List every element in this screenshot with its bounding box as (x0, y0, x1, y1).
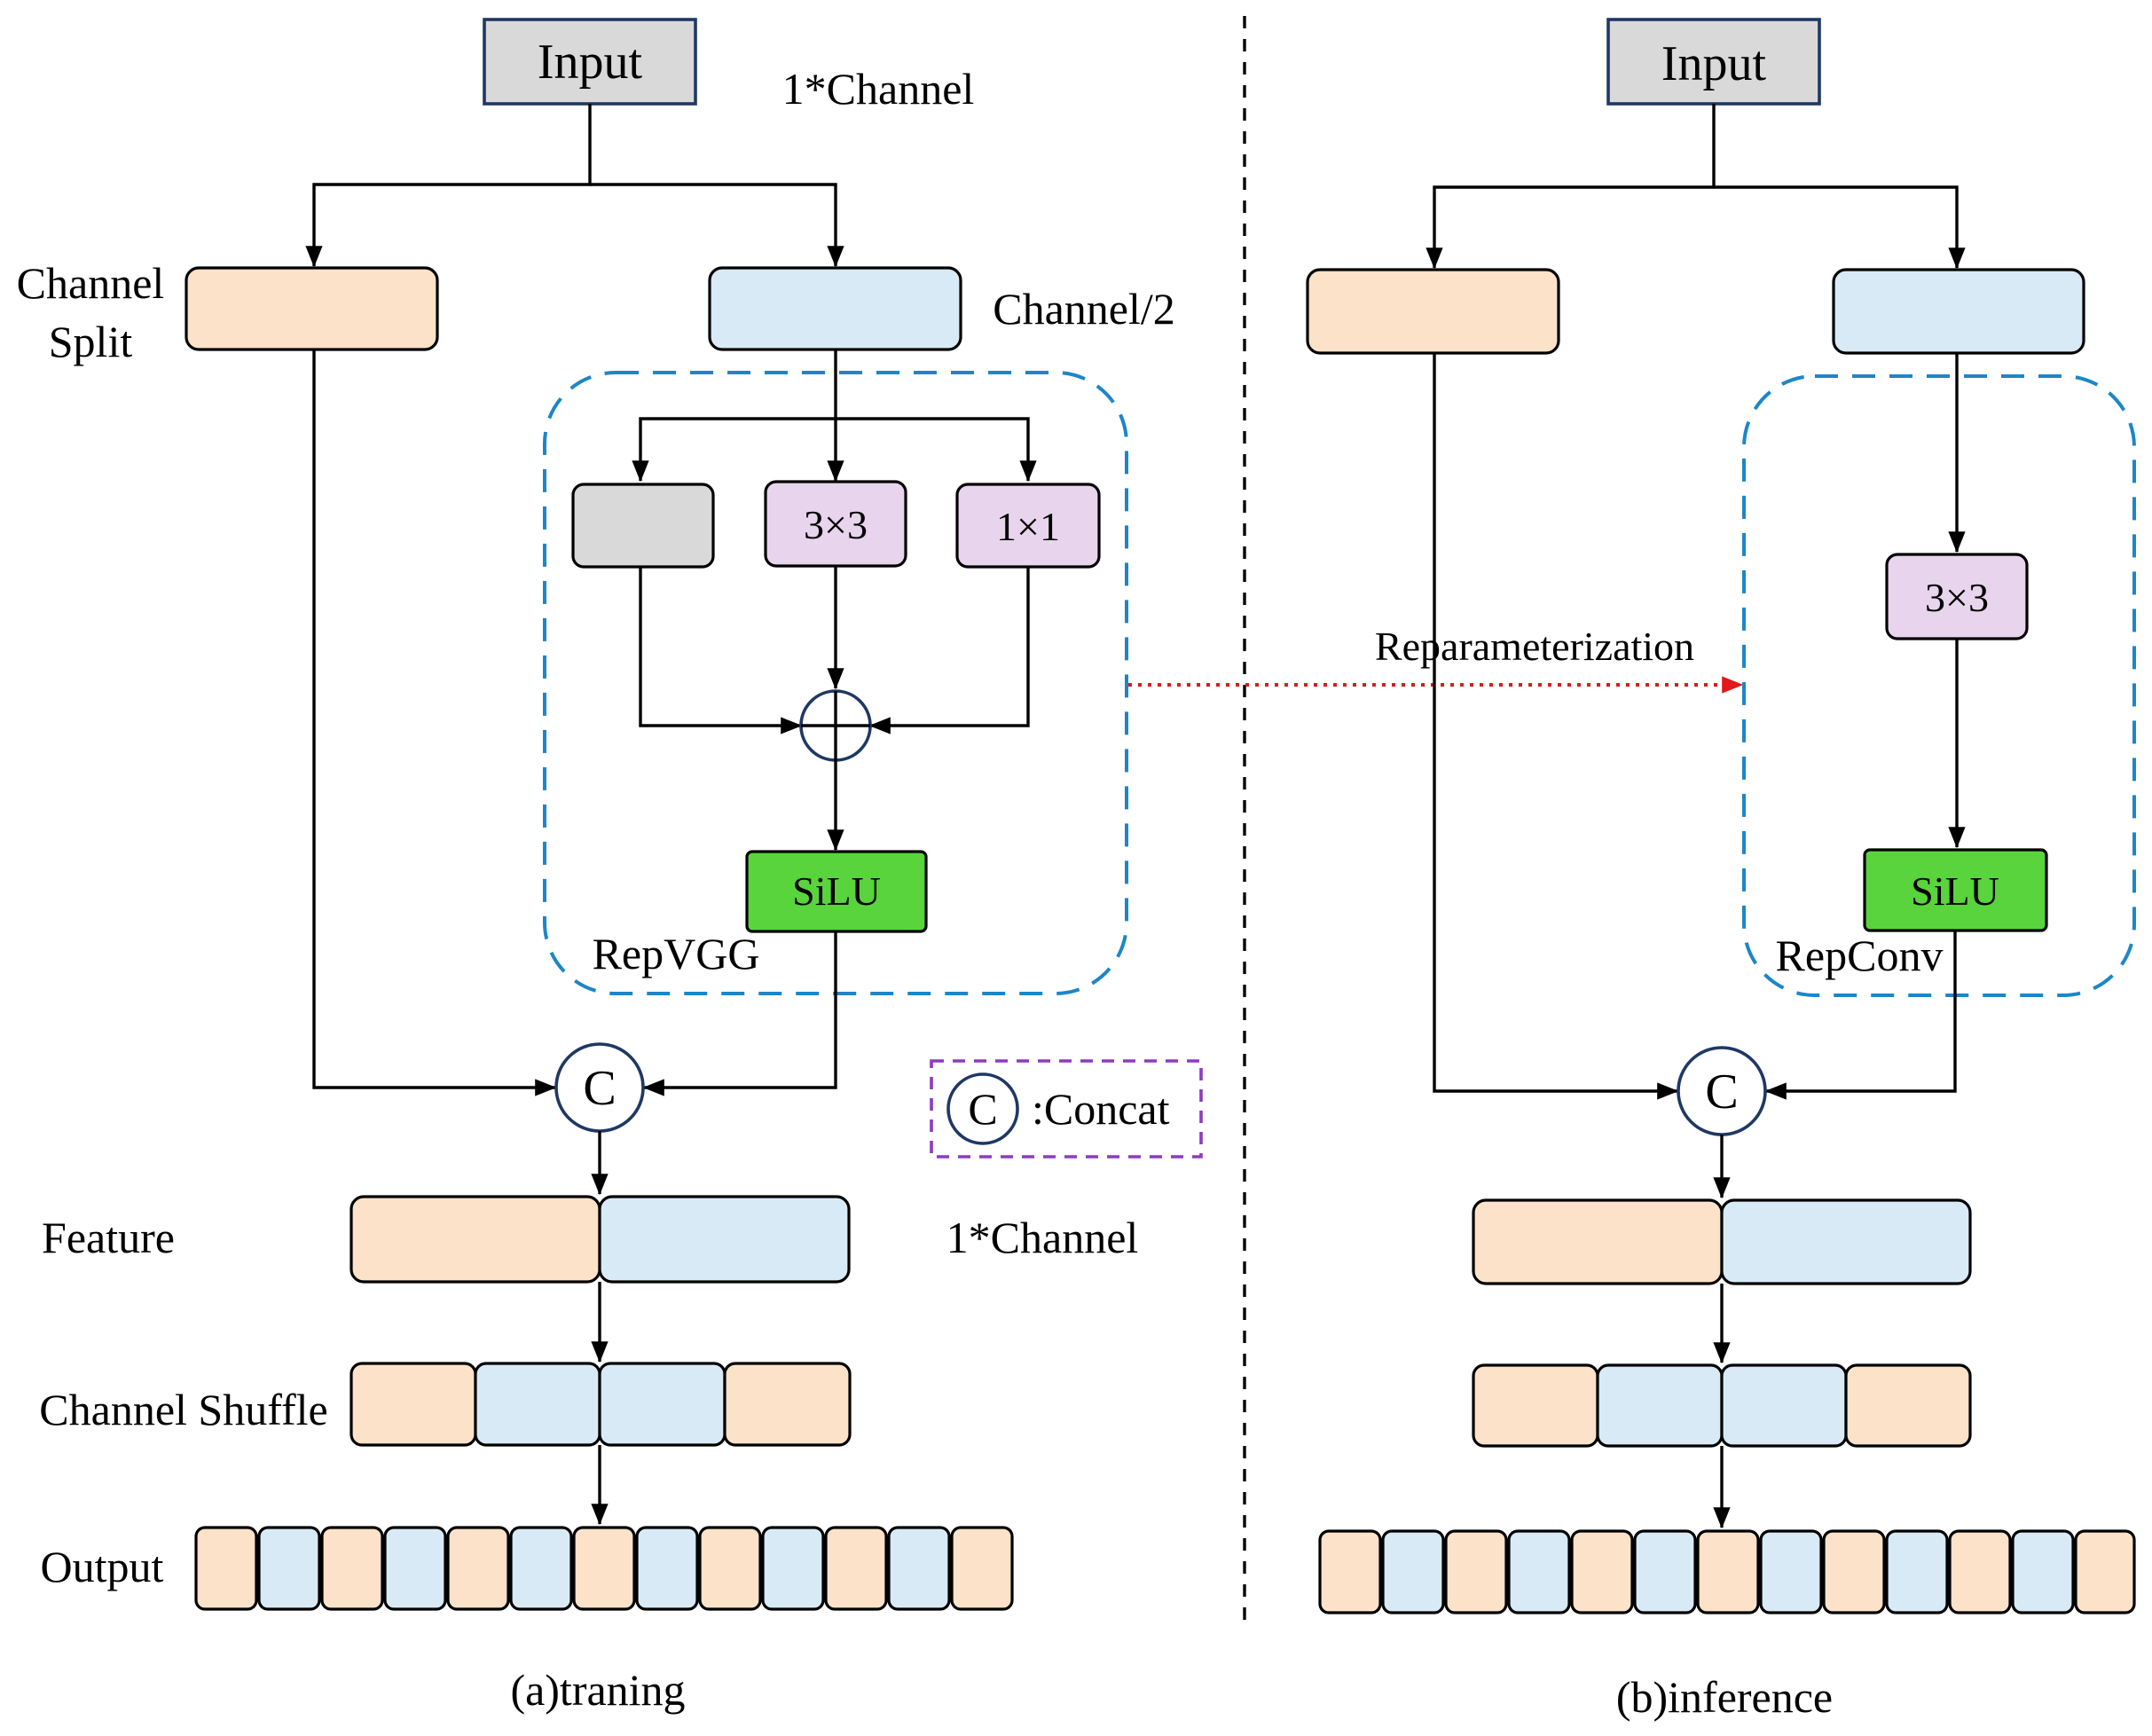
right-conv3x3-label: 3×3 (1925, 575, 1989, 620)
left-input-stem (305, 104, 592, 268)
output-label: Output (41, 1542, 164, 1591)
left-output-cell (509, 1526, 573, 1611)
inference-panel: Input RepConv 3×3 SiLU C (1306, 18, 2136, 1722)
training-panel: Input 1*Channel Channel Split Channel/2 … (17, 18, 1203, 1715)
left-split-blue-box (708, 266, 962, 351)
right-concat-symbol: C (1705, 1064, 1738, 1119)
repvgg-label: RepVGG (593, 929, 760, 978)
shuffle-box-2 (474, 1362, 601, 1447)
left-output-cell (698, 1526, 762, 1611)
right-feature-orange-box (1472, 1198, 1724, 1285)
half-to-branches (632, 350, 837, 483)
left-output-cell (383, 1526, 447, 1611)
left-input-label: Input (538, 35, 643, 90)
left-input-to-half (590, 183, 844, 268)
shuffle-label: Channel Shuffle (39, 1385, 327, 1434)
right-output-cell (1885, 1529, 1949, 1614)
shuffle-box-3 (598, 1362, 726, 1447)
right-silu-to-concat (1764, 931, 1957, 1100)
channel-split-label-line1: Channel (17, 258, 165, 308)
right-shuffle-box-1 (1472, 1363, 1599, 1448)
right-orange-to-concat (1433, 353, 1679, 1100)
repconv-label: RepConv (1776, 931, 1944, 980)
split-orange-to-concat (312, 350, 557, 1096)
right-output-cell (1633, 1529, 1697, 1614)
right-output-strip (1318, 1529, 2136, 1614)
right-output-cell (2011, 1529, 2075, 1614)
left-output-cell (194, 1526, 258, 1611)
left-output-strip (194, 1526, 1014, 1611)
identity-to-add (639, 567, 803, 734)
left-output-cell (446, 1526, 510, 1611)
left-output-cell (950, 1526, 1014, 1611)
left-concat-symbol: C (583, 1061, 616, 1116)
right-input-box (1606, 18, 1821, 106)
shuffle-box-4 (723, 1362, 852, 1447)
right-input-label: Input (1661, 36, 1767, 91)
right-split-orange-box (1306, 268, 1560, 355)
legend-concat-symbol: C (968, 1084, 997, 1134)
conv1x1-label: 1×1 (996, 504, 1060, 549)
right-output-cell (1948, 1529, 2012, 1614)
reparameterization-label: Reparameterization (1375, 624, 1694, 669)
right-silu-label: SiLU (1911, 868, 1999, 914)
right-output-cell (1570, 1529, 1634, 1614)
feature-label: Feature (42, 1213, 175, 1262)
right-output-cell (1318, 1529, 1382, 1614)
left-output-cell (824, 1526, 888, 1611)
right-output-cell (2074, 1529, 2136, 1614)
feature-channel-label: 1*Channel (946, 1213, 1139, 1262)
right-input-to-half (1714, 185, 1966, 270)
right-feature-blue-box (1720, 1198, 1972, 1285)
right-output-cell (1507, 1529, 1571, 1614)
right-split-blue-box (1832, 268, 2085, 355)
left-input-box (483, 18, 697, 106)
silu-to-concat (642, 931, 837, 1096)
right-shuffle-box-3 (1720, 1363, 1848, 1448)
right-input-stem (1426, 104, 1716, 270)
left-output-cell (572, 1526, 636, 1611)
identity-branch-box (571, 483, 715, 569)
conv1-to-add (868, 567, 1030, 734)
concat-legend-box (930, 1059, 1203, 1159)
channel-half-label: Channel/2 (993, 284, 1175, 334)
left-output-cell (887, 1526, 951, 1611)
left-output-cell (257, 1526, 321, 1611)
right-output-cell (1822, 1529, 1886, 1614)
legend-concat-circle-icon (946, 1072, 1019, 1145)
feature-orange-box (350, 1195, 601, 1284)
left-output-cell (320, 1526, 384, 1611)
right-output-cell (1444, 1529, 1508, 1614)
legend-concat-text: :Concat (1032, 1084, 1170, 1134)
left-silu-label: SiLU (792, 868, 881, 914)
left-split-orange-box (185, 266, 439, 351)
right-shuffle-box-4 (1844, 1363, 1972, 1448)
training-caption: (a)traning (510, 1665, 685, 1715)
repconv-container (1742, 374, 2136, 997)
left-channel-top-label: 1*Channel (782, 64, 975, 114)
right-shuffle-box-2 (1596, 1363, 1724, 1448)
left-output-cell (635, 1526, 699, 1611)
feature-blue-box (598, 1195, 851, 1284)
right-output-cell (1696, 1529, 1760, 1614)
left-output-cell (761, 1526, 825, 1611)
shuffle-box-1 (350, 1362, 477, 1447)
right-output-cell (1381, 1529, 1445, 1614)
inference-caption: (b)inference (1616, 1672, 1833, 1722)
half-to-conv1 (836, 417, 1037, 483)
conv3x3-label: 3×3 (804, 502, 868, 547)
channel-split-label-line2: Split (49, 317, 133, 366)
right-output-cell (1759, 1529, 1823, 1614)
